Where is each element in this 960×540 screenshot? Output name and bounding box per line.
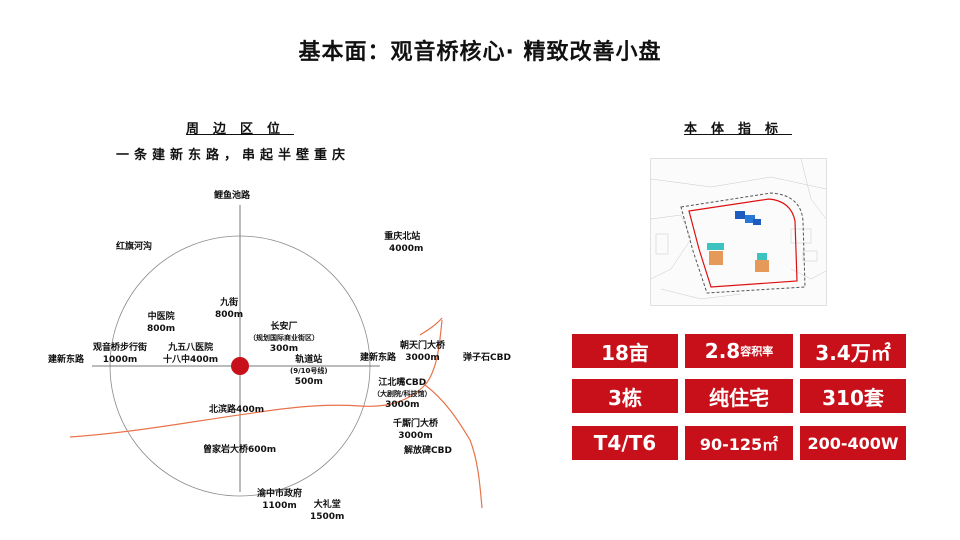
label-huangjiayan: 曾家岩大桥600m <box>203 445 277 455</box>
location-subheading: 一条建新东路，串起半壁重庆 <box>116 148 351 163</box>
metric-unit-size: 90-125㎡ <box>684 425 794 461</box>
river-yangtze <box>69 319 443 438</box>
location-heading: 周边区位 <box>186 122 295 137</box>
label-beibin: 北滨路400m <box>209 405 265 415</box>
label-958: 九五八医院十八中400m <box>163 343 219 365</box>
label-jianxin-west: 建新东路 <box>48 355 85 365</box>
label-changan: 长安厂（规划国际商业街区）300m <box>249 322 319 354</box>
label-danzi: 弹子石CBD <box>463 353 511 363</box>
river-edge <box>419 317 443 336</box>
metric-buildings: 3栋 <box>571 378 679 414</box>
label-jiefang: 解放碑CBD <box>404 446 452 456</box>
metric-elevator: T4/T6 <box>571 425 679 461</box>
metrics-heading: 本体指标 <box>684 122 793 137</box>
metric-gfa: 3.4万㎡ <box>799 333 907 369</box>
river-branch <box>424 384 483 509</box>
label-liyuchi: 鲤鱼池路 <box>214 191 251 201</box>
label-hongqi: 红旗河沟 <box>116 242 153 252</box>
label-jianxin-east: 建新东路 <box>360 353 397 363</box>
metric-units: 310套 <box>799 378 907 414</box>
page-title: 基本面：观音桥核心· 精致改善小盘 <box>298 40 662 65</box>
metric-area: 18亩 <box>571 333 679 369</box>
site-plan-image <box>650 158 827 306</box>
project-marker <box>231 357 249 375</box>
label-jiangbei: 江北嘴CBD（大剧院/科技馆）3000m <box>373 378 432 410</box>
metric-type: 纯住宅 <box>684 378 794 414</box>
label-guidao: 轨道站(9/10号线)500m <box>290 355 328 387</box>
metric-price: 200-400W <box>799 425 907 461</box>
